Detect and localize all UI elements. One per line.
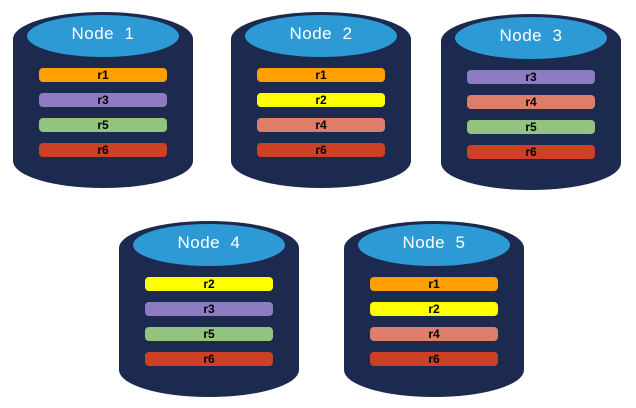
replica-list: r1 r2 r4 r6	[257, 68, 385, 168]
replica-bar: r6	[39, 143, 167, 157]
node-title: Node 2	[289, 24, 353, 43]
node-2: Node 2 r1 r2 r4 r6	[230, 11, 412, 189]
replica-bar: r5	[145, 327, 273, 341]
replica-list: r1 r2 r4 r6	[370, 277, 498, 377]
cylinder-top	[133, 224, 285, 266]
replica-bar: r4	[370, 327, 498, 341]
replica-bar: r5	[39, 118, 167, 132]
node-3: Node 3 r3 r4 r5 r6	[440, 13, 622, 191]
replica-bar: r1	[257, 68, 385, 82]
replica-bar: r4	[467, 95, 595, 109]
replica-bar: r2	[257, 93, 385, 107]
replica-bar: r6	[370, 352, 498, 366]
node-1: Node 1 r1 r3 r5 r6	[12, 11, 194, 189]
replica-bar: r3	[467, 70, 595, 84]
node-4: Node 4 r2 r3 r5 r6	[118, 220, 300, 398]
node-title: Node 4	[177, 233, 241, 252]
replica-list: r3 r4 r5 r6	[467, 70, 595, 170]
replica-list: r1 r3 r5 r6	[39, 68, 167, 168]
node-5: Node 5 r1 r2 r4 r6	[343, 220, 525, 398]
replica-bar: r6	[467, 145, 595, 159]
cylinder-top	[455, 17, 607, 59]
cylinder-top	[245, 15, 397, 57]
node-title: Node 1	[71, 24, 135, 43]
replica-bar: r2	[370, 302, 498, 316]
cylinder-top	[27, 15, 179, 57]
replica-bar: r4	[257, 118, 385, 132]
node-title: Node 3	[499, 26, 563, 45]
replica-bar: r2	[145, 277, 273, 291]
cylinder-top	[358, 224, 510, 266]
replica-list: r2 r3 r5 r6	[145, 277, 273, 377]
replica-bar: r6	[145, 352, 273, 366]
replica-bar: r1	[370, 277, 498, 291]
replica-bar: r1	[39, 68, 167, 82]
node-title: Node 5	[402, 233, 466, 252]
replica-bar: r6	[257, 143, 385, 157]
replica-bar: r5	[467, 120, 595, 134]
replica-bar: r3	[39, 93, 167, 107]
replica-bar: r3	[145, 302, 273, 316]
